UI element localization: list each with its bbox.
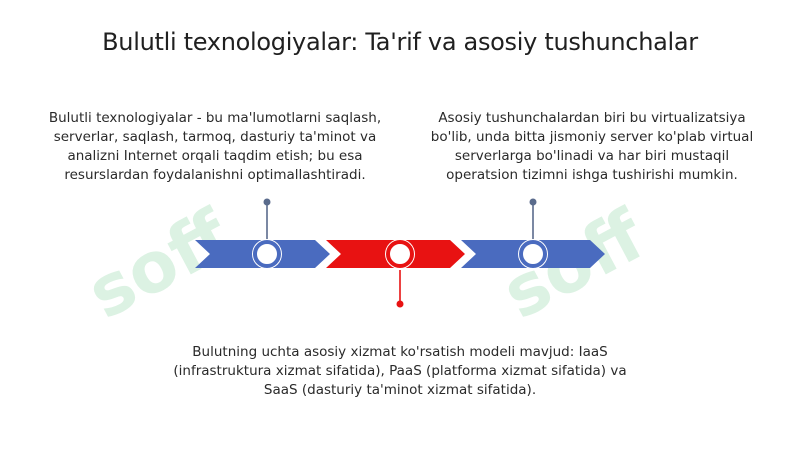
milestone-ring-1 <box>253 240 281 268</box>
text-block-right: Asosiy tushunchalardan biri bu virtualiz… <box>430 110 754 183</box>
connector-dot-left <box>263 198 271 206</box>
slide-title: Bulutli texnologiyalar: Ta'rif va asosiy… <box>102 28 698 56</box>
milestone-ring-2 <box>386 240 414 268</box>
connector-dot-right <box>529 198 537 206</box>
milestone-ring-3 <box>519 240 547 268</box>
text-block-bottom: Bulutning uchta asosiy xizmat ko'rsatish… <box>173 344 627 398</box>
text-block-left: Bulutli texnologiyalar - bu ma'lumotlarn… <box>48 110 382 183</box>
connector-dot-bottom <box>396 300 404 308</box>
